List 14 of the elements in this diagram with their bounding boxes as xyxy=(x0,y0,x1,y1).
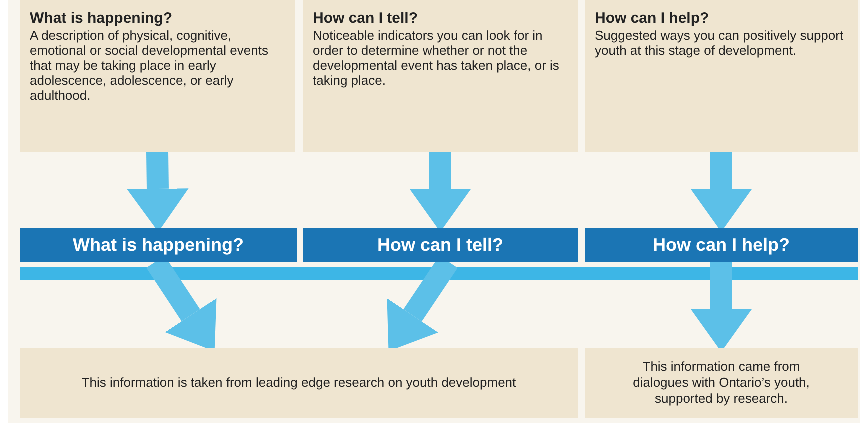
panel-description: Suggested ways you can positively support youth at this stage of development. xyxy=(595,28,845,58)
panel-heading: What is happening? xyxy=(30,10,174,27)
header-bar: How can I help? xyxy=(585,228,858,262)
header-bar: How can I tell? xyxy=(303,228,578,262)
text-panel: This information came from dialogues with Ontario’s youth, supported by research. xyxy=(585,348,858,418)
text-panel xyxy=(20,0,295,152)
text-panel xyxy=(585,0,858,152)
header-bar: What is happening? xyxy=(20,228,297,262)
text-panel: This information is taken from leading edge research on youth development xyxy=(20,348,578,418)
panel-heading: How can I help? xyxy=(595,10,710,27)
panel-description: Noticeable indicators you can look for in order to determine whether or not the developmental event has taken place, or is taking place. xyxy=(313,28,560,88)
text-panel xyxy=(303,0,578,152)
panel-heading: How can I tell? xyxy=(313,10,420,27)
panel-description: A description of physical, cognitive, emotional or social developmental events that may be taking place in early adolescence, adolescence, or early adulthood. xyxy=(30,28,270,103)
